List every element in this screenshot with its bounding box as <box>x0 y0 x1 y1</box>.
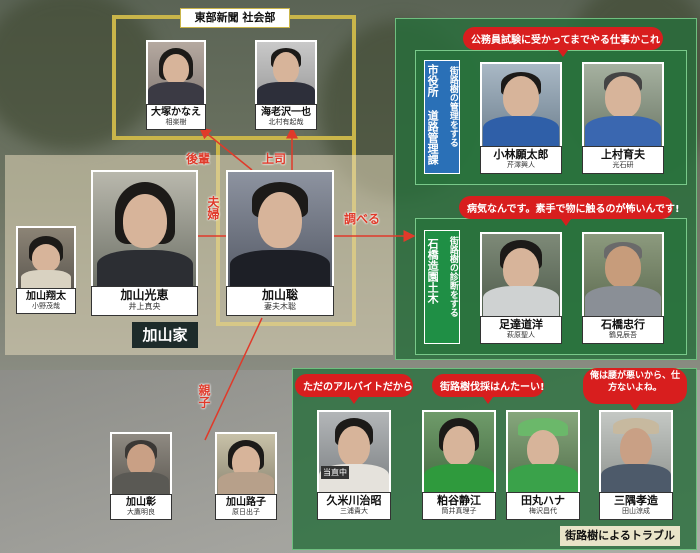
bubble-city-office: 公務員試験に受かってまでやる仕事かこれ <box>463 27 663 57</box>
namecard-kayama-michiko: 加山路子 原日出子 <box>215 494 277 520</box>
actor-kayama-shota: 小野茂哉 <box>32 301 60 310</box>
name-kayama-akira: 加山彰 <box>126 497 156 508</box>
namecard-kayama-satoshi: 加山聡 妻夫木聡 <box>226 286 334 316</box>
portrait-ebisawa <box>255 40 317 106</box>
badge-kumekawa: 当直中 <box>321 466 349 479</box>
name-mikuma: 三隅孝造 <box>614 494 658 507</box>
portrait-adachi <box>480 232 562 318</box>
family-title: 加山家 <box>132 322 198 348</box>
actor-kobayashi: 芹澤興人 <box>507 160 535 169</box>
namecard-kamimura: 上村育夫 光石研 <box>582 146 664 174</box>
namecard-adachi: 足達道洋 萩原聖人 <box>480 316 562 344</box>
namecard-mikuma: 三隅孝造 田山涼成 <box>599 492 673 520</box>
relation-spouse: 夫婦 <box>206 196 220 220</box>
namecard-kayama-mitsue: 加山光恵 井上真央 <box>91 286 198 316</box>
line-junior <box>198 127 253 171</box>
portrait-kayama-satoshi <box>226 170 334 288</box>
namecard-kumekawa: 久米川治昭 三浦貴大 <box>317 492 391 520</box>
name-kumekawa: 久米川治昭 <box>326 494 382 507</box>
trouble-title: 街路樹によるトラブル <box>560 526 680 546</box>
name-kobayashi: 小林願太郎 <box>493 148 549 161</box>
bubble-kumekawa: ただのアルバイトだから <box>295 374 413 404</box>
actor-kayama-satoshi: 妻夫木聡 <box>264 301 296 311</box>
portrait-mikuma <box>599 410 673 494</box>
actor-mikuma: 田山涼成 <box>622 506 650 515</box>
city-office-desc: 街路樹の管理をする <box>447 66 458 147</box>
namecard-kasuya: 粕谷静江 筒井真理子 <box>422 492 496 520</box>
city-office-label <box>424 60 460 174</box>
city-office-name: 市役所 道路管理課 <box>426 64 440 165</box>
name-kamimura: 上村育夫 <box>601 148 645 161</box>
namecard-tamaru: 田丸ハナ 梅沢昌代 <box>506 492 580 520</box>
name-tamaru: 田丸ハナ <box>521 494 565 507</box>
bubble-mikuma: 俺は腰が悪いから、仕方ないよね。 <box>583 368 687 411</box>
name-adachi: 足達道洋 <box>499 318 543 331</box>
relation-junior: 後輩 <box>186 152 211 166</box>
actor-kayama-michiko: 原日出子 <box>232 507 260 516</box>
portrait-kamimura <box>582 62 664 148</box>
name-kayama-satoshi: 加山聡 <box>261 288 298 302</box>
actor-ishibashi: 鶴見辰吾 <box>609 330 637 339</box>
portrait-kumekawa <box>317 410 391 494</box>
portrait-kayama-shota <box>16 226 76 290</box>
portrait-kayama-michiko <box>215 432 277 496</box>
bubble-landscaping: 病気なんです。素手で物に触るのが怖いんです! <box>459 196 680 226</box>
actor-adachi: 萩原聖人 <box>507 330 535 339</box>
line-parent <box>204 317 263 441</box>
name-kayama-mitsue: 加山光恵 <box>120 288 169 302</box>
relation-senior: 上司 <box>262 152 287 166</box>
landscaping-name: 石橋造園土木 <box>426 238 440 304</box>
portrait-ishibashi <box>582 232 664 318</box>
portrait-kayama-mitsue <box>91 170 198 288</box>
portrait-kayama-akira <box>110 432 172 496</box>
actor-kayama-akira: 大鷹明良 <box>127 507 155 516</box>
relation-investigate: 調べる <box>344 212 381 226</box>
name-otsuka: 大塚かなえ <box>151 107 201 118</box>
portrait-kasuya <box>422 410 496 494</box>
portrait-otsuka <box>146 40 206 106</box>
namecard-ishibashi: 石橋忠行 鶴見辰吾 <box>582 316 664 344</box>
name-kasuya: 粕谷静江 <box>437 494 481 507</box>
landscaping-label <box>424 230 460 344</box>
relation-parent: 親子 <box>197 384 211 408</box>
namecard-otsuka: 大塚かなえ 相楽樹 <box>146 104 206 130</box>
namecard-kayama-shota: 加山翔太 小野茂哉 <box>16 288 76 314</box>
landscaping-desc: 街路樹の診断をする <box>447 236 458 317</box>
actor-kayama-mitsue: 井上真央 <box>128 301 161 311</box>
name-kayama-shota: 加山翔太 <box>26 291 66 302</box>
bubble-kasuya: 街路樹伐採はんたーい! <box>432 374 545 404</box>
name-kayama-michiko: 加山路子 <box>226 497 266 508</box>
namecard-kobayashi: 小林願太郎 芹澤興人 <box>480 146 562 174</box>
newspaper-title: 東部新聞 社会部 <box>180 8 290 28</box>
name-ishibashi: 石橋忠行 <box>601 318 645 331</box>
actor-kamimura: 光石研 <box>612 160 634 169</box>
actor-tamaru: 梅沢昌代 <box>529 506 557 515</box>
namecard-kayama-akira: 加山彰 大鷹明良 <box>110 494 172 520</box>
actor-ebisawa: 北村有起哉 <box>268 117 304 126</box>
actor-kumekawa: 三浦貴大 <box>340 506 368 515</box>
name-ebisawa: 海老沢一也 <box>261 107 311 118</box>
actor-otsuka: 相楽樹 <box>165 117 187 126</box>
portrait-kobayashi <box>480 62 562 148</box>
portrait-tamaru <box>506 410 580 494</box>
namecard-ebisawa: 海老沢一也 北村有起哉 <box>255 104 317 130</box>
actor-kasuya: 筒井真理子 <box>441 506 477 515</box>
